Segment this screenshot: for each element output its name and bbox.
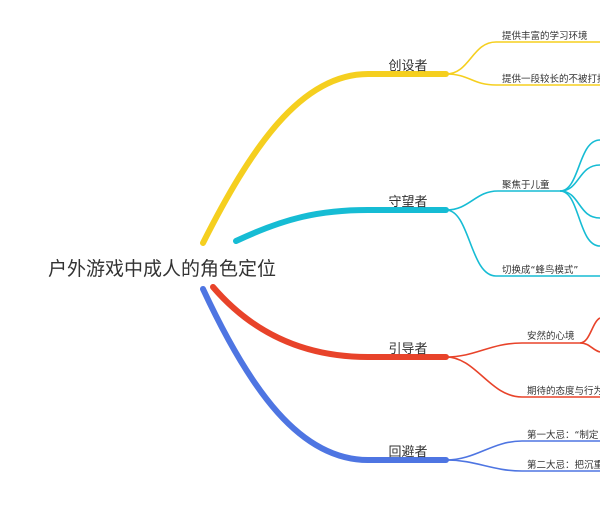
sub-connector: [445, 356, 600, 398]
subtopic-uninterrupted-time[interactable]: 提供一段较长的不被打扰: [502, 74, 600, 85]
sub-connector: [559, 190, 600, 247]
branch-connector-watcher: [233, 207, 449, 244]
subtopic-first-taboo[interactable]: 第一大忌：“制定: [527, 430, 599, 441]
sub-connector: [579, 317, 600, 344]
branch-connector-guide: [210, 284, 449, 360]
subtopic-rich-environment[interactable]: 提供丰富的学习环境: [502, 31, 588, 42]
sub-connector: [445, 342, 580, 358]
sub-connector: [579, 342, 600, 353]
sub-connector: [445, 459, 600, 472]
sub-connector: [445, 73, 600, 86]
branch-connector-avoider: [200, 286, 449, 463]
subtopic-hummingbird-mode[interactable]: 切换成“蜂鸟模式”: [502, 265, 579, 276]
sub-connector: [445, 41, 600, 75]
subtopic-expectant-attitude[interactable]: 期待的态度与行为: [527, 386, 600, 397]
sub-connector: [445, 209, 600, 277]
subtopic-calm-mindset[interactable]: 安然的心境: [527, 331, 575, 342]
branch-topic-creator[interactable]: 创设者: [388, 59, 428, 74]
branch-connector-creator: [200, 71, 449, 246]
root-topic[interactable]: 户外游戏中成人的角色定位: [48, 258, 277, 280]
sub-connector: [559, 164, 600, 192]
branch-topic-watcher[interactable]: 守望者: [388, 195, 428, 210]
branch-topic-avoider[interactable]: 回避者: [388, 445, 428, 460]
sub-connector: [445, 190, 560, 211]
sub-connector: [445, 440, 600, 461]
subtopic-focus-on-children[interactable]: 聚焦于儿童: [502, 180, 550, 191]
subtopic-second-taboo[interactable]: 第二大忌：把沉重: [527, 460, 600, 471]
sub-connector: [559, 190, 600, 219]
branch-topic-guide[interactable]: 引导者: [388, 342, 428, 357]
